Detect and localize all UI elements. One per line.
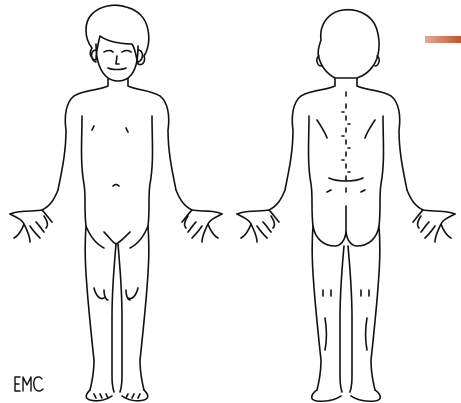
body-outline-back-icon [231, 0, 461, 403]
back-body-figure [231, 0, 461, 403]
front-body-figure [0, 0, 230, 403]
body-outline-front-icon [0, 0, 230, 403]
signature-glyphs [12, 374, 46, 394]
signature-mark-icon [12, 374, 46, 394]
